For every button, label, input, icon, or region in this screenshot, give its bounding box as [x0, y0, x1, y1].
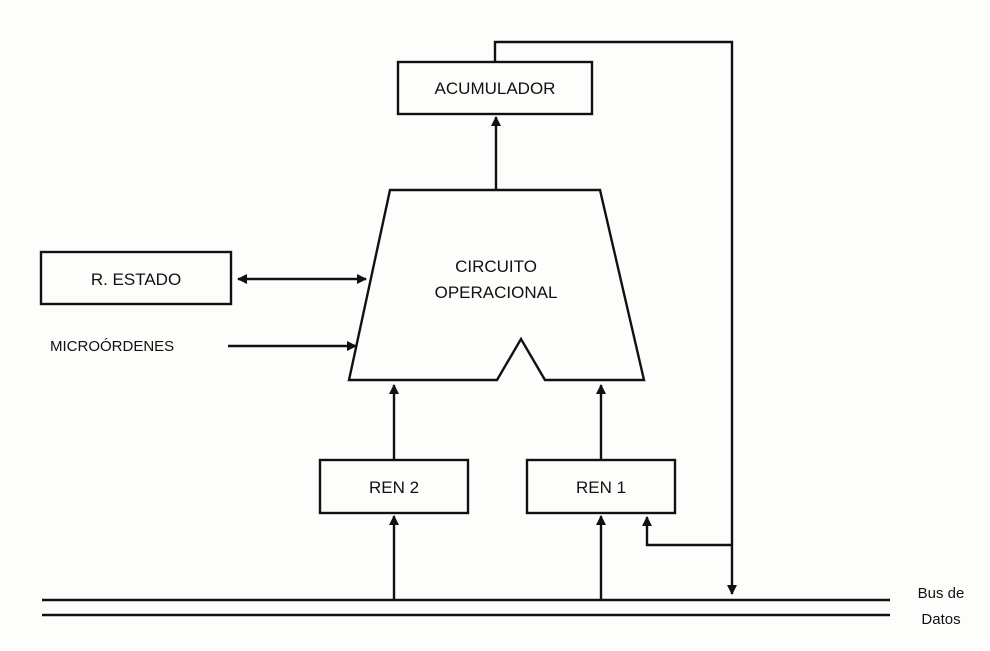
ren2-label: REN 2 — [369, 478, 419, 497]
circuito-label-line2: OPERACIONAL — [435, 283, 558, 302]
microordenes-label: MICROÓRDENES — [50, 338, 174, 355]
ren2-block — [318, 458, 470, 515]
circuito-label-line1: CIRCUITO — [455, 257, 537, 276]
registro-estado-block — [39, 250, 233, 306]
registro-estado-label: R. ESTADO — [91, 270, 181, 289]
acumulador-block — [396, 60, 594, 116]
arrow-acumulador-to-bus — [493, 40, 737, 595]
bus-label-line2: Datos — [921, 611, 960, 628]
bus-label-line1: Bus de — [918, 585, 965, 602]
acumulador-label: ACUMULADOR — [435, 79, 556, 98]
ren1-label: REN 1 — [576, 478, 626, 497]
arrow-bus-branch-to-ren1 — [642, 516, 732, 547]
circuito-operacional-block — [347, 188, 646, 382]
